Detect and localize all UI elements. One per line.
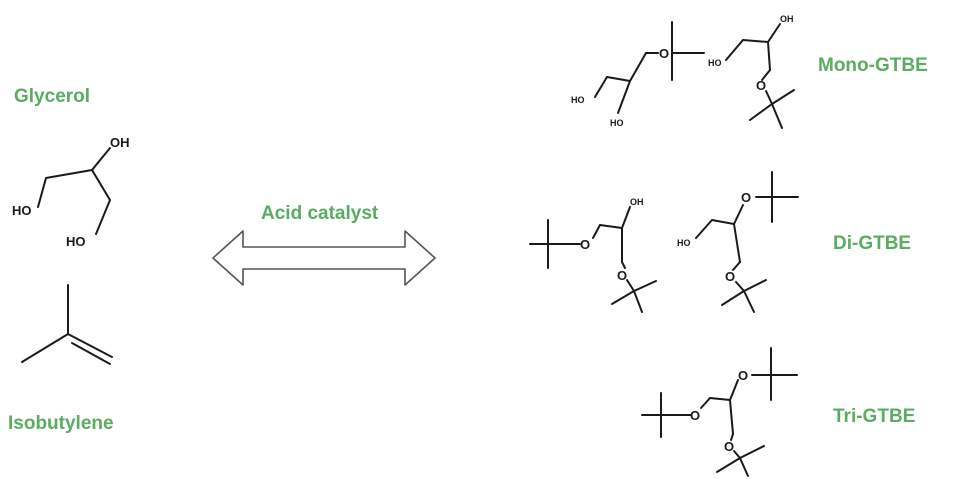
di-gtbe-structure-1: O OH O xyxy=(529,197,657,313)
glycerol-oh: OH xyxy=(110,135,130,150)
di1-oh: OH xyxy=(630,197,644,207)
di2-ho: HO xyxy=(677,238,691,248)
di-gtbe-structure-2: HO O O xyxy=(677,171,799,313)
mono2-ho: HO xyxy=(708,58,722,68)
di2-o-1: O xyxy=(741,190,751,205)
catalyst-label: Acid catalyst xyxy=(261,203,379,224)
tri-o-1: O xyxy=(690,408,700,423)
mono-gtbe-structure-2: HO OH O xyxy=(708,14,795,129)
tri-o-2: O xyxy=(738,368,748,383)
mono1-o: O xyxy=(659,46,669,61)
tri-gtbe-structure: O O O xyxy=(641,347,798,477)
isobutylene-structure xyxy=(21,284,113,365)
di2-o-2: O xyxy=(725,269,735,284)
mono2-o: O xyxy=(756,78,766,93)
di1-o-2: O xyxy=(617,268,627,283)
glycerol-ho-1: HO xyxy=(12,203,32,218)
tri-o-3: O xyxy=(724,439,734,454)
mono-gtbe-structure-1: HO O HO xyxy=(571,21,705,128)
mono1-ho-2: HO xyxy=(610,118,624,128)
mono2-oh: OH xyxy=(780,14,794,24)
mono1-ho-1: HO xyxy=(571,95,585,105)
di-gtbe-label: Di-GTBE xyxy=(833,233,912,254)
equilibrium-arrow xyxy=(212,230,436,286)
tri-gtbe-label: Tri-GTBE xyxy=(833,406,916,427)
mono-gtbe-label: Mono-GTBE xyxy=(818,55,928,76)
glycerol-structure: HO OH HO xyxy=(12,135,130,249)
isobutylene-label: Isobutylene xyxy=(8,413,114,434)
glycerol-label: Glycerol xyxy=(14,86,91,107)
glycerol-ho-2: HO xyxy=(66,234,86,249)
di1-o-1: O xyxy=(580,237,590,252)
